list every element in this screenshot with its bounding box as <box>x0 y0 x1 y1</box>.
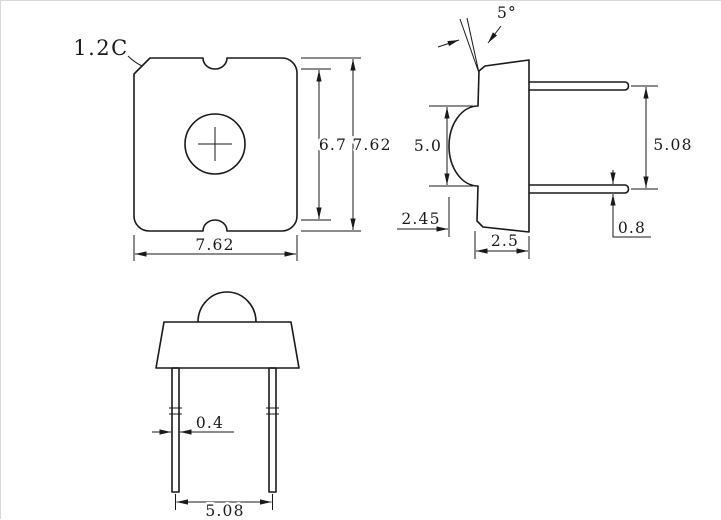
side-view: 5° 5.0 2.45 2.5 5.08 <box>397 2 694 259</box>
front-view: 0.4 5.08 <box>152 291 300 520</box>
extension-lines <box>474 231 530 259</box>
dim-pin-spacing-side-group: 5.08 <box>631 85 694 190</box>
dim-dome-diameter-group: 5.0 <box>411 105 473 187</box>
dim-pin-spacing-front-group: 5.08 <box>175 494 273 520</box>
dim-pin-spacing-front: 5.08 <box>205 502 244 520</box>
side-body-outline <box>448 59 530 233</box>
dim-dome-offset-group: 2.45 <box>397 197 450 237</box>
chamfer-label: 1.2C <box>73 36 128 60</box>
extension-lines <box>631 85 658 190</box>
angle-construction-lines <box>459 17 480 74</box>
front-pin-right <box>268 367 277 493</box>
dim-pin-spacing-side: 5.08 <box>653 136 692 154</box>
dim-draft-angle: 5° <box>497 4 517 22</box>
dim-pin-width: 0.4 <box>196 414 224 432</box>
front-dome-arc <box>197 291 257 323</box>
dim-pin-width-group: 0.4 <box>152 412 234 435</box>
dim-dome-diameter: 5.0 <box>414 137 442 155</box>
chamfer-leader-line <box>127 55 143 67</box>
dim-plate-outer-height: 7.62 <box>352 136 391 154</box>
dim-plate-heights: 6.7 7.62 <box>301 57 393 232</box>
dim-pin-thickness-group: 0.8 <box>610 170 651 240</box>
label-leader-underline <box>612 208 651 238</box>
side-pin-bottom <box>529 184 630 194</box>
top-view: 1.2C 6.7 7.62 7.62 <box>71 34 393 261</box>
plate-outline <box>133 57 298 232</box>
dim-draft-angle-group: 5° <box>437 2 518 74</box>
extension-lines <box>429 105 473 187</box>
extension-lines <box>175 494 273 510</box>
dim-plate-width-group: 7.62 <box>133 234 298 261</box>
dim-plate-width: 7.62 <box>195 236 234 254</box>
dim-body-depth: 2.5 <box>491 232 519 250</box>
extension-lines <box>133 235 298 261</box>
front-body-outline <box>155 321 300 369</box>
side-pin-top <box>529 81 630 91</box>
front-pin-left <box>171 367 180 493</box>
chamfer-callout: 1.2C <box>71 34 143 67</box>
dim-dome-offset: 2.45 <box>401 210 440 228</box>
dim-pin-thickness: 0.8 <box>618 219 646 237</box>
lens-circle <box>184 113 246 175</box>
extension-lines <box>301 57 361 232</box>
angle-arrow-left <box>437 39 460 48</box>
lens-crosshair-icon <box>198 127 232 161</box>
dim-plate-inner-height: 6.7 <box>319 136 347 154</box>
dim-body-depth-group: 2.5 <box>474 230 530 259</box>
pin-step-ticks <box>169 407 279 415</box>
angle-arrow-right <box>487 25 502 44</box>
